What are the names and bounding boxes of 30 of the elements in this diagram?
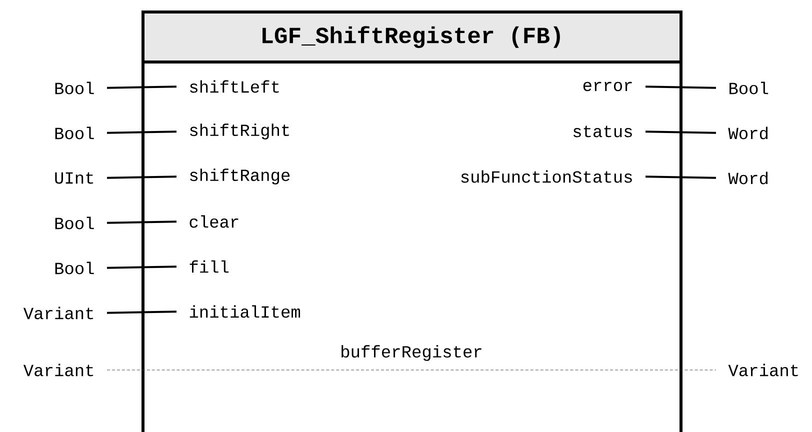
connector-line	[106, 220, 177, 224]
connector-line	[106, 86, 177, 89]
edge-label: bufferRegister	[339, 344, 484, 362]
pin-name: initialItem	[190, 305, 300, 318]
connector-line	[646, 176, 716, 179]
data-type-label: Word	[728, 126, 768, 140]
data-type-label: Word	[728, 172, 768, 184]
data-type-label: Bool	[55, 126, 94, 140]
pin-name: clear	[190, 215, 238, 228]
data-type-label: UInt	[55, 172, 94, 184]
pin-name: status	[574, 126, 632, 138]
data-type-label: Bool	[55, 262, 94, 274]
pin-name: error	[583, 82, 632, 92]
data-type-label: Bool	[55, 216, 94, 230]
data-type-label: Bool	[730, 82, 768, 94]
pin-name: fill	[190, 260, 229, 273]
pin-name: shiftRight	[190, 124, 289, 140]
data-type-label: Variant	[23, 306, 94, 320]
connector-line	[106, 266, 177, 269]
connector-line	[646, 86, 716, 89]
pin-name: shiftLeft	[190, 80, 279, 93]
pin-name: subFunctionStatus	[461, 170, 632, 183]
connector-line	[646, 130, 716, 134]
connector-line	[106, 310, 177, 314]
connector-line	[106, 130, 177, 134]
data-type-label: Variant	[728, 364, 798, 376]
connector-line	[106, 176, 177, 179]
data-type-label: Variant	[23, 364, 94, 376]
pin-name: shiftRange	[190, 168, 290, 184]
data-type-label: Bool	[55, 82, 94, 94]
